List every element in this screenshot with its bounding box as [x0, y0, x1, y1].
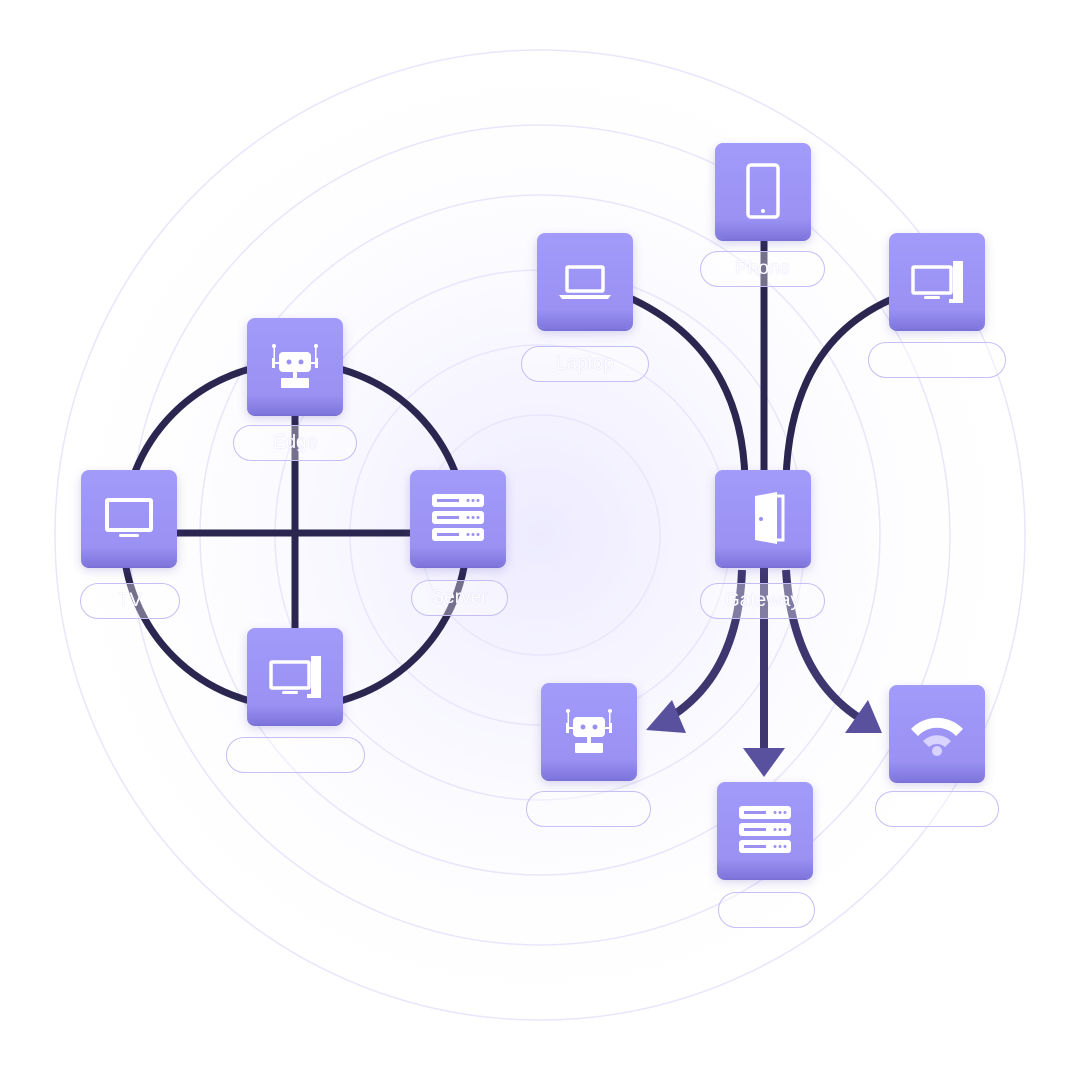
server-target-node[interactable]	[717, 782, 813, 878]
robot-node-label: Edge	[233, 425, 357, 461]
phone-node[interactable]	[715, 143, 811, 239]
tv-node[interactable]	[81, 470, 177, 566]
right-cluster-outbound-connectors	[660, 565, 868, 752]
desktop-source-node-label	[868, 342, 1006, 378]
laptop-node-label: Laptop	[521, 346, 649, 382]
laptop-node[interactable]	[537, 233, 633, 329]
wifi-icon	[911, 717, 963, 756]
right-cluster-inbound-connectors	[626, 234, 894, 484]
robot-arrowhead	[646, 700, 686, 733]
desktop-to-gateway-connector	[782, 296, 894, 484]
robot-icon	[272, 344, 318, 388]
gateway-to-wifi-connector	[782, 569, 868, 726]
server-icon	[432, 494, 484, 541]
server-node[interactable]	[410, 470, 506, 566]
server-icon	[739, 806, 791, 853]
wifi-arrowhead	[845, 700, 882, 733]
desktop-icon	[269, 656, 321, 698]
desktop-node[interactable]	[247, 628, 343, 724]
gateway-node[interactable]	[715, 470, 811, 566]
wifi-target-node[interactable]	[889, 685, 985, 781]
door-icon	[755, 492, 785, 544]
desktop-icon	[911, 261, 963, 303]
gateway-node-label: Gateway	[700, 583, 825, 619]
robot-node[interactable]	[247, 318, 343, 414]
server-arrowhead	[743, 748, 785, 777]
robot-target-node-label	[526, 791, 651, 827]
phone-icon	[746, 163, 780, 219]
arrowheads	[646, 700, 882, 777]
robot-target-node[interactable]	[541, 683, 637, 779]
gateway-to-robot-connector	[660, 569, 746, 726]
wifi-target-node-label	[875, 791, 999, 827]
laptop-icon	[559, 265, 611, 299]
desktop-source-node[interactable]	[889, 233, 985, 329]
server-target-node-label	[718, 892, 815, 928]
phone-node-label: Phone	[700, 251, 825, 287]
monitor-icon	[105, 498, 153, 537]
tv-node-label: TV	[80, 583, 180, 619]
laptop-to-gateway-connector	[626, 294, 749, 484]
server-node-label: Server	[411, 580, 508, 616]
robot-icon	[566, 709, 612, 753]
desktop-node-label	[226, 737, 365, 773]
